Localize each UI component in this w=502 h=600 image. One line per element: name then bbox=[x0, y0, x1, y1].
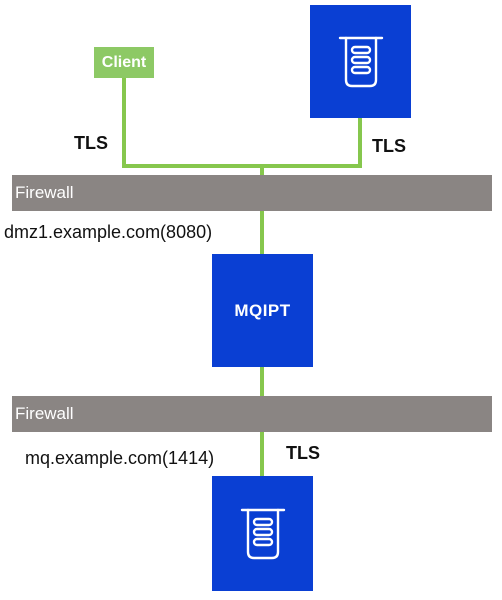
firewall-bottom: Firewall bbox=[12, 396, 492, 432]
firewall-top: Firewall bbox=[12, 175, 492, 211]
client-label: Client bbox=[101, 53, 147, 71]
queue-manager-bottom bbox=[212, 476, 313, 591]
mqipt-box: MQIPT bbox=[212, 254, 313, 367]
qmgr-connection-line bbox=[358, 118, 362, 168]
client-connection-line bbox=[122, 76, 126, 168]
client-box: Client bbox=[94, 47, 154, 78]
tls-label-mq: TLS bbox=[286, 443, 320, 463]
top-connection-line bbox=[122, 164, 362, 168]
mq-host-label: mq.example.com(1414) bbox=[25, 448, 215, 468]
queue-manager-icon bbox=[338, 36, 383, 87]
tls-label-client: TLS bbox=[74, 133, 108, 153]
dmz-host-label: dmz1.example.com(8080) bbox=[4, 222, 213, 242]
queue-manager-top bbox=[310, 5, 411, 118]
queue-manager-icon bbox=[240, 508, 285, 559]
tls-label-qmgr: TLS bbox=[372, 136, 406, 156]
mqipt-label: MQIPT bbox=[234, 300, 291, 320]
